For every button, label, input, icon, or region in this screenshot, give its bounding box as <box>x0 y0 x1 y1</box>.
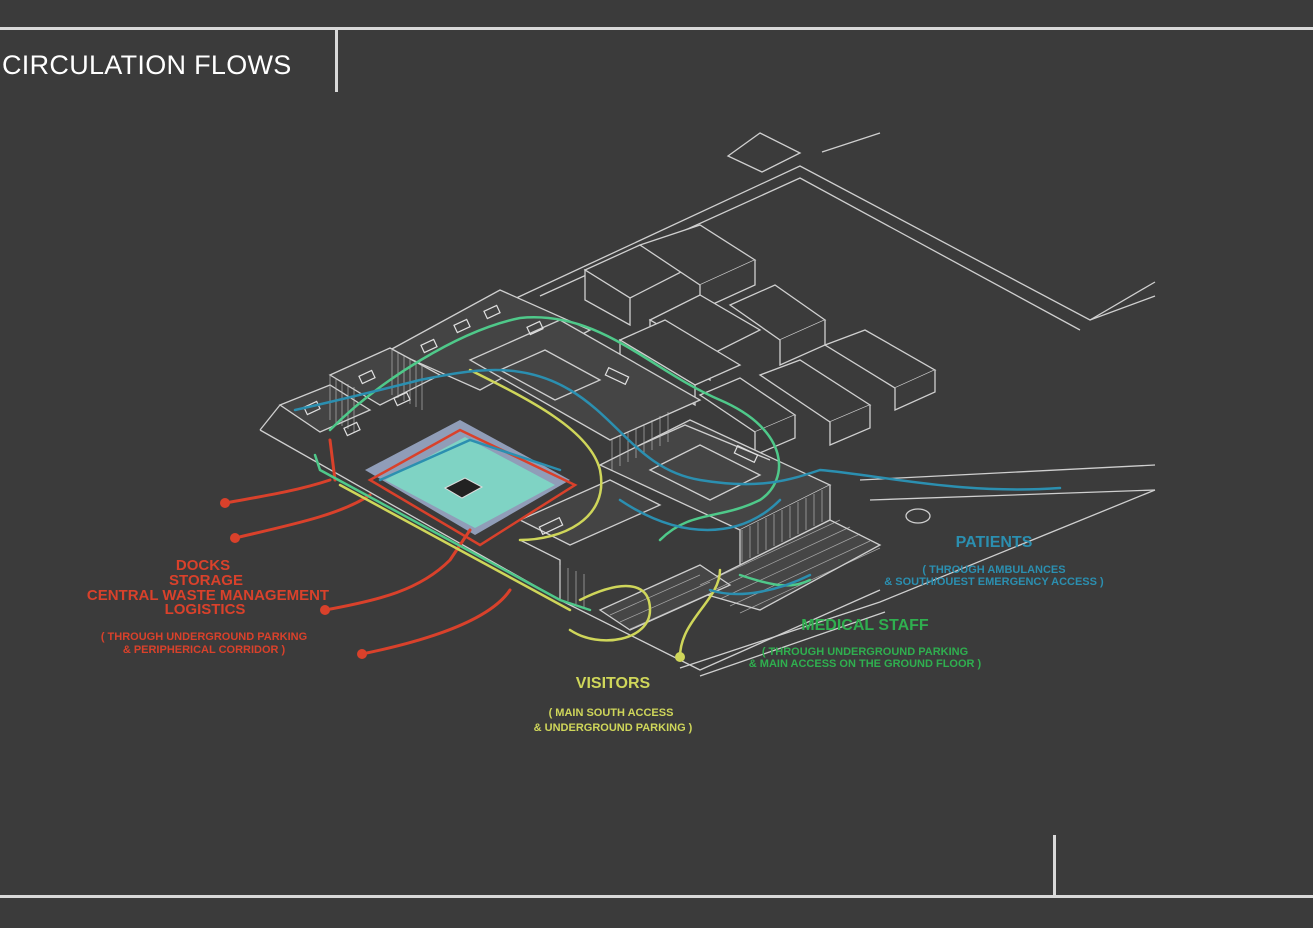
logistics-legend: DOCKS STORAGE CENTRAL WASTE MANAGEMENT L… <box>87 557 329 656</box>
patients-label: PATIENTS <box>956 534 1033 551</box>
visitors-note-line-2: & UNDERGROUND PARKING ) <box>534 722 693 734</box>
logistics-flow <box>223 428 578 656</box>
patients-note-line-1: ( THROUGH AMBULANCES <box>922 564 1065 576</box>
visitors-entry-point <box>675 652 685 662</box>
logistics-label-docks: DOCKS <box>176 557 230 574</box>
logistics-label-logistics: LOGISTICS <box>165 601 246 618</box>
frame-top-line <box>0 27 1313 30</box>
frame-bottom-line <box>0 895 1313 898</box>
bottom-divider <box>1053 835 1056 897</box>
visitors-note-line-1: ( MAIN SOUTH ACCESS <box>549 707 674 719</box>
site-context <box>511 132 1156 677</box>
patients-flow <box>293 368 1062 596</box>
parking-grid <box>609 519 881 630</box>
medical-staff-note-line-1: ( THROUGH UNDERGROUND PARKING <box>762 646 968 658</box>
logistics-note-line-2: & PERIPHERICAL CORRIDOR ) <box>123 644 286 656</box>
patients-note-line-2: & SOUTH/OUEST EMERGENCY ACCESS ) <box>884 576 1104 588</box>
medical-staff-flow <box>313 316 812 612</box>
roof-skylights <box>303 304 759 536</box>
logistics-label-storage: STORAGE <box>169 572 243 589</box>
title-divider <box>335 30 338 92</box>
logistics-flow-endpoints <box>220 498 367 659</box>
logistics-label-waste: CENTRAL WASTE MANAGEMENT <box>87 587 329 604</box>
logistics-note-line-1: ( THROUGH UNDERGROUND PARKING <box>101 631 307 643</box>
visitors-flow <box>338 368 722 659</box>
visitors-label: VISITORS <box>576 675 651 692</box>
medical-staff-note-line-2: & MAIN ACCESS ON THE GROUND FLOOR ) <box>749 658 982 670</box>
page-title: CIRCULATION FLOWS <box>2 50 292 80</box>
medical-staff-legend: MEDICAL STAFF ( THROUGH UNDERGROUND PARK… <box>749 617 982 670</box>
visitors-legend: VISITORS ( MAIN SOUTH ACCESS & UNDERGROU… <box>534 675 693 734</box>
rear-blocks <box>583 224 937 456</box>
medical-staff-label: MEDICAL STAFF <box>801 617 929 634</box>
patients-legend: PATIENTS ( THROUGH AMBULANCES & SOUTH/OU… <box>884 534 1104 588</box>
